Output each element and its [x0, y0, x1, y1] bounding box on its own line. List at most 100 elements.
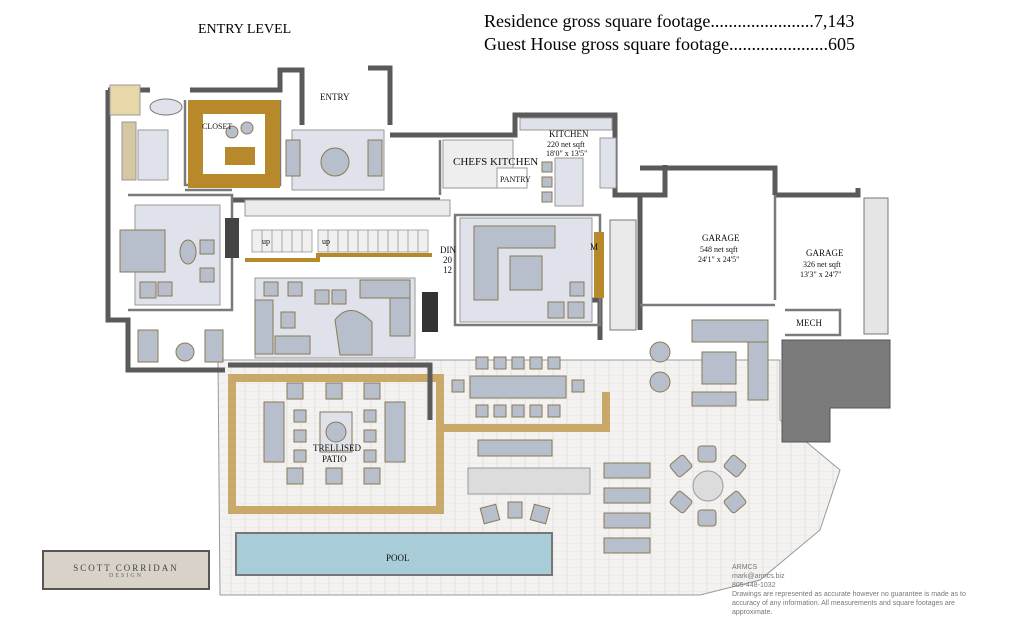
kitchen-side-counter: [599, 137, 617, 189]
family-chair: [569, 281, 585, 297]
closet-island: [225, 147, 255, 165]
living-fireplace: [422, 292, 438, 332]
lounge-sectional: [747, 341, 769, 401]
round-table: [692, 470, 724, 502]
label-pool: POOL: [386, 553, 410, 563]
living-sofa: [274, 335, 311, 355]
label-garage-2: GARAGE: [806, 248, 844, 258]
terrace-sofa: [137, 329, 159, 363]
lounge-bench: [691, 391, 737, 407]
lounge-sectional: [691, 319, 769, 343]
bed: [119, 229, 166, 273]
level-title: ENTRY LEVEL: [198, 22, 292, 37]
family-sectional: [473, 225, 556, 301]
designer-logo: SCOTT CORRIDAN DESIGN: [42, 550, 210, 590]
residence-footage-line: Residence gross square footage..........…: [484, 11, 855, 31]
living-ottoman: [280, 311, 296, 329]
skylight: [109, 84, 141, 116]
label-garage-1-dims: 24'1" x 24'5": [698, 255, 739, 264]
poolside-chairs: [479, 501, 551, 525]
kitchen-island: [554, 157, 584, 207]
logo-sub: DESIGN: [109, 573, 143, 579]
label-garage-1-area: 548 net sqft: [700, 245, 739, 254]
outdoor-dining-table: [469, 375, 567, 399]
label-family: M: [590, 242, 598, 252]
armchair: [157, 281, 173, 297]
credit-phone: 805-448-1032: [732, 582, 776, 589]
pool: [235, 532, 553, 576]
bathtub: [149, 98, 183, 116]
foyer-bench: [367, 139, 383, 177]
stool: [541, 161, 553, 173]
label-dining-2: 20: [443, 255, 453, 265]
console: [244, 199, 451, 217]
grand-piano: [334, 310, 373, 356]
round-table-chairs: [669, 445, 747, 527]
lounge-chair: [649, 371, 671, 393]
fireplace: [225, 218, 239, 258]
label-dining: DIN: [440, 245, 456, 255]
pantry: [496, 167, 528, 189]
credit-firm: ARMCS: [732, 564, 758, 571]
label-trellised: TRELLISED: [313, 443, 361, 453]
kitchen-counter: [519, 117, 613, 131]
lounge-table: [701, 351, 737, 385]
living-chair: [287, 281, 303, 297]
chaise-loungers: [603, 462, 651, 554]
living-sofa: [254, 299, 274, 355]
low-planter-wall: [440, 392, 610, 432]
label-kitchen: KITCHEN: [549, 129, 589, 139]
guest-roof: [781, 339, 891, 443]
bath-cabinet: [137, 129, 169, 181]
living-chair: [263, 281, 279, 297]
outdoor-bar: [467, 467, 591, 495]
logo-name: SCOTT CORRIDAN: [73, 563, 179, 573]
trellis-furniture: [263, 382, 406, 485]
lounge-chair: [649, 341, 671, 363]
living-sectional: [359, 279, 411, 299]
guest-footage-line: Guest House gross square footage........…: [484, 34, 855, 54]
garage-stairs: [863, 197, 889, 335]
outdoor-dining-chairs: [451, 356, 585, 418]
armchair: [139, 281, 157, 299]
label-dining-3: 12: [443, 265, 452, 275]
credit-disclaimer: Drawings are represented as accurate how…: [732, 591, 966, 616]
side-stairs: [609, 219, 637, 331]
label-stair-up-2: up: [322, 237, 330, 246]
family-chair: [567, 301, 585, 319]
trellis-planter: [228, 374, 444, 514]
label-kitchen-dims: 18'0" x 13'5": [546, 149, 587, 158]
label-pantry: PANTRY: [500, 175, 531, 184]
closet-chair: [225, 125, 239, 139]
label-mech: MECH: [796, 318, 823, 328]
credit-block: ARMCS mark@armcs.biz 805-448-1032 Drawin…: [732, 563, 972, 617]
closet-chair: [240, 121, 254, 135]
living-sectional: [389, 297, 411, 337]
family-builtin: [594, 232, 604, 298]
credit-email: mark@armcs.biz: [732, 573, 785, 580]
living-chair: [314, 289, 330, 305]
family-table: [509, 255, 543, 291]
label-closet: CLOSET: [202, 122, 232, 131]
label-garage-2-area: 326 net sqft: [803, 260, 842, 269]
staircase: [251, 229, 429, 253]
armchair: [199, 267, 215, 283]
armchair: [199, 239, 215, 255]
family-chair: [547, 301, 565, 319]
bar-counter: [477, 439, 553, 457]
label-garage-2-dims: 13'3" x 24'7": [800, 270, 841, 279]
label-entry: ENTRY: [320, 92, 350, 102]
terrace-table: [175, 342, 195, 362]
label-chefs-kitchen: CHEFS KITCHEN: [453, 156, 538, 168]
terrace-sofa: [204, 329, 224, 363]
label-stair-up-1: up: [262, 237, 270, 246]
living-chair: [331, 289, 347, 305]
foyer-table: [320, 147, 350, 177]
vanity: [121, 121, 137, 181]
stool: [541, 176, 553, 188]
stair-rail: [245, 253, 432, 262]
foyer-bench: [285, 139, 301, 177]
label-patio: PATIO: [322, 454, 347, 464]
stool: [541, 191, 553, 203]
